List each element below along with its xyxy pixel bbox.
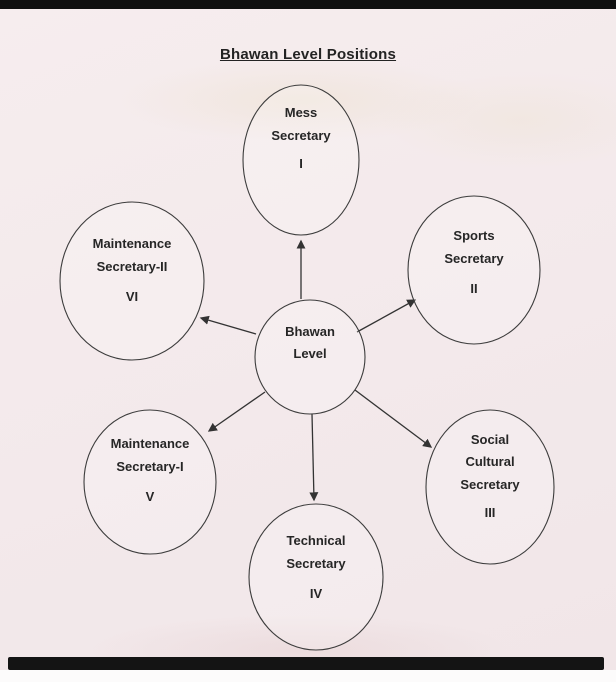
maintenance-secretary-2-line1: Maintenance: [93, 236, 172, 251]
technical-secretary-numeral: IV: [310, 586, 323, 601]
node-maintenance-secretary-1: Maintenance Secretary-I V: [83, 409, 217, 555]
technical-secretary-ellipse: [248, 503, 384, 651]
social-cultural-secretary-line3: Secretary: [460, 477, 520, 492]
bhawan-level-ellipse: [254, 299, 366, 415]
node-mess-secretary: Mess Secretary I: [242, 84, 360, 236]
maintenance-secretary-1-line2: Secretary-I: [116, 459, 183, 474]
social-cultural-secretary-numeral: III: [485, 505, 496, 520]
bhawan-level-label-line2: Level: [293, 346, 326, 361]
sports-secretary-numeral: II: [470, 281, 477, 296]
maintenance-secretary-2-numeral: VI: [126, 289, 138, 304]
diagram-edges: [199, 239, 433, 502]
scan-artifact-top-bar: [0, 0, 616, 9]
bhawan-level-label-line1: Bhawan: [285, 324, 335, 339]
arrow-to-social-cultural-secretary: [354, 389, 433, 448]
arrow-to-sports-secretary: [356, 299, 417, 333]
social-cultural-secretary-line2: Cultural: [465, 454, 514, 469]
scan-artifact-bottom-margin: [0, 670, 616, 682]
mess-secretary-ellipse: [242, 84, 360, 236]
sports-secretary-line1: Sports: [453, 228, 494, 243]
sports-secretary-ellipse: [407, 195, 541, 345]
mess-secretary-line2: Secretary: [271, 128, 331, 143]
maintenance-secretary-1-numeral: V: [146, 489, 155, 504]
social-cultural-secretary-ellipse: [425, 409, 555, 565]
arrow-to-maintenance-secretary-1: [207, 391, 266, 432]
maintenance-secretary-2-ellipse: [59, 201, 205, 361]
social-cultural-secretary-line1: Social: [471, 432, 509, 447]
maintenance-secretary-2-line2: Secretary-II: [97, 259, 168, 274]
node-social-cultural-secretary: Social Cultural Secretary III: [425, 409, 555, 565]
technical-secretary-line2: Secretary: [286, 556, 346, 571]
arrow-to-technical-secretary: [309, 413, 319, 502]
technical-secretary-line1: Technical: [286, 533, 345, 548]
node-maintenance-secretary-2: Maintenance Secretary-II VI: [59, 201, 205, 361]
node-technical-secretary: Technical Secretary IV: [248, 503, 384, 651]
sports-secretary-line2: Secretary: [444, 251, 504, 266]
mess-secretary-numeral: I: [299, 156, 303, 171]
arrow-to-maintenance-secretary-2: [199, 315, 257, 335]
page-title: Bhawan Level Positions: [219, 46, 397, 63]
mess-secretary-line1: Mess: [285, 105, 318, 120]
maintenance-secretary-1-ellipse: [83, 409, 217, 555]
maintenance-secretary-1-line1: Maintenance: [111, 436, 190, 451]
scan-artifact-bottom-bar: [8, 657, 604, 670]
node-sports-secretary: Sports Secretary II: [407, 195, 541, 345]
node-bhawan-level: Bhawan Level: [254, 299, 366, 415]
